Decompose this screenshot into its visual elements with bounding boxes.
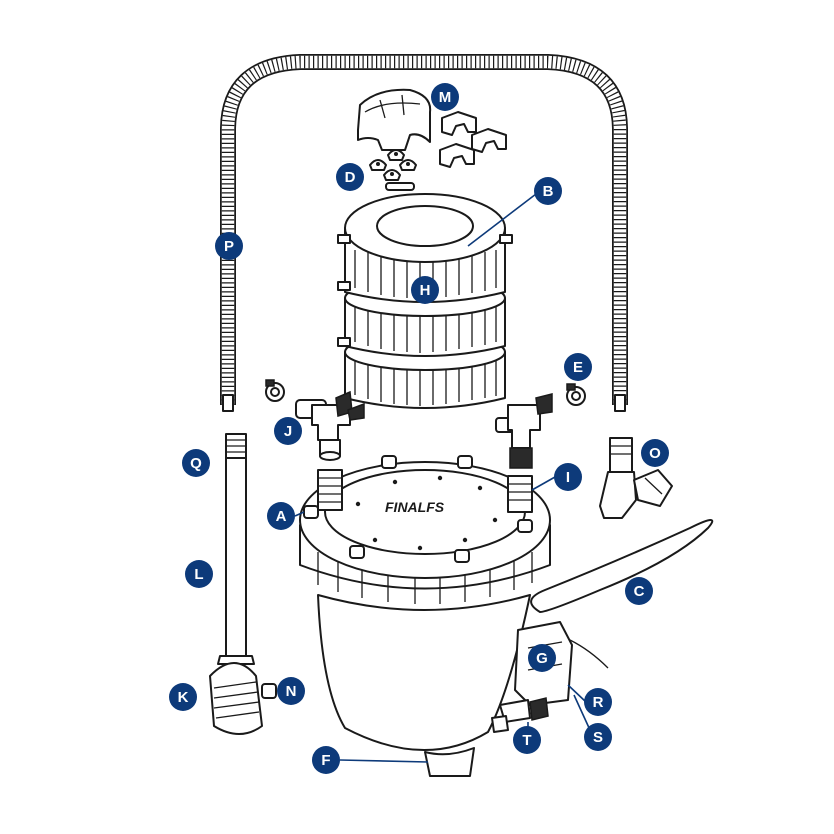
badge-l: L xyxy=(185,560,213,588)
svg-text:T: T xyxy=(522,732,531,749)
badge-j: J xyxy=(274,417,302,445)
svg-text:N: N xyxy=(286,683,297,700)
svg-text:D: D xyxy=(345,169,356,186)
primer-clips-m xyxy=(357,88,507,168)
badge-f: F xyxy=(312,746,340,774)
outlet-fitting-o xyxy=(599,437,673,519)
svg-text:G: G xyxy=(536,650,548,667)
badge-g: G xyxy=(528,644,556,672)
power-cord-c xyxy=(530,519,714,614)
svg-text:S: S xyxy=(593,729,603,746)
badge-p: P xyxy=(215,232,243,260)
svg-text:Q: Q xyxy=(190,455,202,472)
badge-c: C xyxy=(625,577,653,605)
badge-b: B xyxy=(534,177,562,205)
badge-i: I xyxy=(554,463,582,491)
callout-badges: M D B P H E J O Q I A L C G K N R S T F xyxy=(169,83,669,774)
leader-a xyxy=(294,511,305,517)
leader-f xyxy=(339,759,429,763)
svg-text:H: H xyxy=(420,282,431,299)
svg-text:J: J xyxy=(284,423,292,440)
svg-text:P: P xyxy=(224,238,234,255)
badge-r: R xyxy=(584,688,612,716)
badge-o: O xyxy=(641,439,669,467)
svg-text:L: L xyxy=(194,566,203,583)
badge-k: K xyxy=(169,683,197,711)
badge-d: D xyxy=(336,163,364,191)
svg-text:I: I xyxy=(566,469,570,486)
svg-text:C: C xyxy=(634,583,645,600)
leader-b xyxy=(467,193,537,247)
rubber-feet-d xyxy=(369,149,417,181)
badge-n: N xyxy=(277,677,305,705)
svg-text:K: K xyxy=(178,689,189,706)
svg-text:A: A xyxy=(276,508,287,525)
badge-q: Q xyxy=(182,449,210,477)
leader-r xyxy=(567,684,587,703)
svg-text:B: B xyxy=(543,183,554,200)
svg-text:O: O xyxy=(649,445,661,462)
svg-text:F: F xyxy=(321,752,330,769)
badge-m: M xyxy=(431,83,459,111)
badge-h: H xyxy=(411,276,439,304)
leader-i xyxy=(531,476,556,491)
svg-text:R: R xyxy=(593,694,604,711)
hose-clamps-e xyxy=(265,379,586,406)
corrugated-hose-p xyxy=(220,54,628,412)
badge-s: S xyxy=(584,723,612,751)
valve-assemblies-j xyxy=(295,390,553,469)
badge-e: E xyxy=(564,353,592,381)
intake-assembly xyxy=(209,433,277,735)
badge-a: A xyxy=(267,502,295,530)
leader-s xyxy=(573,694,591,731)
badge-t: T xyxy=(513,726,541,754)
svg-text:M: M xyxy=(439,89,452,106)
motor-head: FINALFS xyxy=(299,455,551,604)
media-baskets-h xyxy=(337,182,513,409)
brand-logo-text: FINALFS xyxy=(385,499,445,515)
svg-text:E: E xyxy=(573,359,583,376)
canister-body xyxy=(317,594,531,777)
